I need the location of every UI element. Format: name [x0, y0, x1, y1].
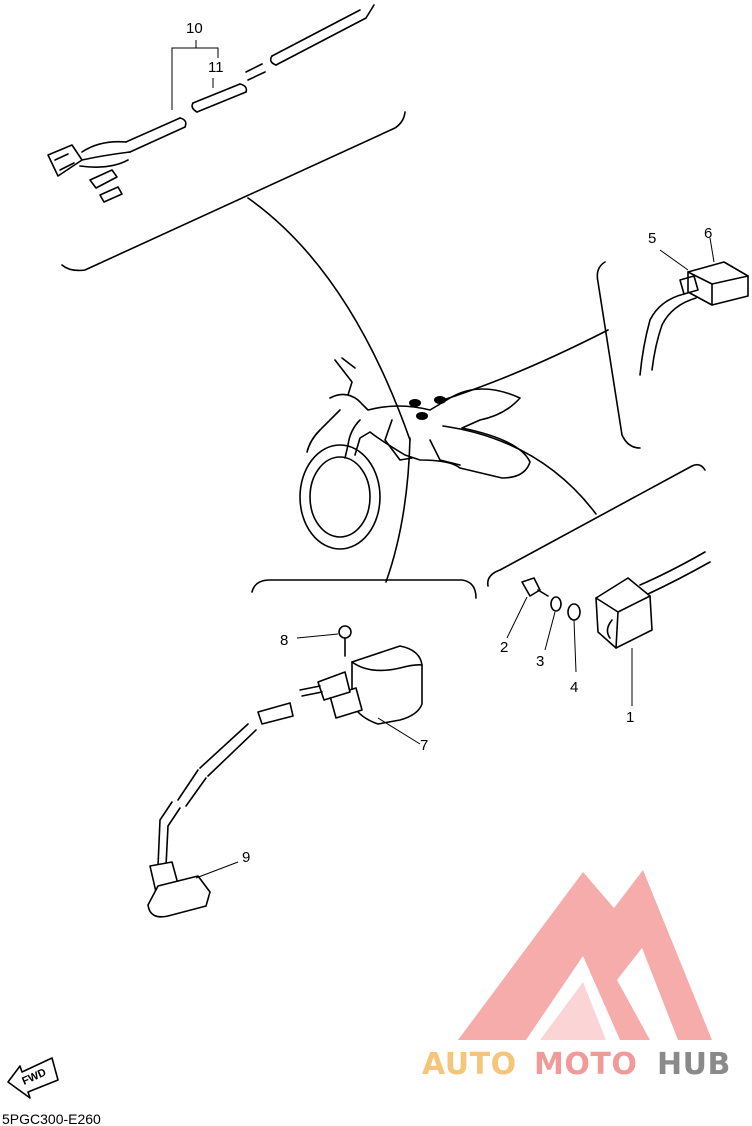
callout-frame-lower-left — [251, 579, 477, 599]
watermark-triangle-icon — [458, 870, 712, 1040]
label-2: 2 — [500, 639, 508, 656]
callout-frame-right — [596, 261, 641, 449]
fwd-arrow-icon — [7, 1057, 59, 1099]
label-11: 11 — [208, 59, 224, 76]
wire-harness-group: 10 11 — [47, 4, 406, 272]
motorcycle-outline — [299, 357, 531, 550]
watermark-brand-auto: AUTO — [422, 1047, 517, 1082]
label-7: 7 — [420, 737, 428, 754]
label-3: 3 — [536, 653, 544, 670]
coil-bolt-icon — [338, 625, 352, 639]
watermark-brand-moto: MOTO — [534, 1047, 637, 1082]
ignition-coil-group: 8 7 9 — [147, 437, 477, 918]
lock-washer-icon — [550, 596, 562, 612]
cdi-group: 2 3 4 1 — [442, 425, 711, 726]
diagram-code: 5PGC300-E260 — [2, 1111, 101, 1126]
wire-connector-icon — [47, 144, 83, 177]
watermark-logo: AUTO MOTO HUB — [422, 870, 731, 1082]
label-10: 10 — [186, 20, 203, 37]
label-9: 9 — [242, 849, 250, 866]
wire-terminal-icon — [89, 169, 118, 189]
callout-frame-top — [61, 111, 406, 272]
cdi-bolt-icon — [521, 577, 541, 597]
watermark-brand-hub: HUB — [657, 1047, 731, 1082]
label-5: 5 — [648, 230, 656, 247]
fwd-arrow: FWD — [7, 1057, 59, 1099]
regulator-group: 5 6 — [596, 225, 749, 449]
washer-icon — [567, 603, 581, 621]
label-4: 4 — [570, 679, 578, 696]
cdi-unit-icon — [595, 577, 653, 649]
callout-frame-lower-right — [486, 463, 706, 587]
ignition-coil-icon — [351, 645, 423, 725]
label-6: 6 — [704, 225, 712, 242]
label-8: 8 — [280, 632, 288, 649]
label-1: 1 — [626, 709, 634, 726]
spark-plug-cap-icon — [147, 875, 211, 918]
regulator-body-icon — [687, 261, 749, 306]
